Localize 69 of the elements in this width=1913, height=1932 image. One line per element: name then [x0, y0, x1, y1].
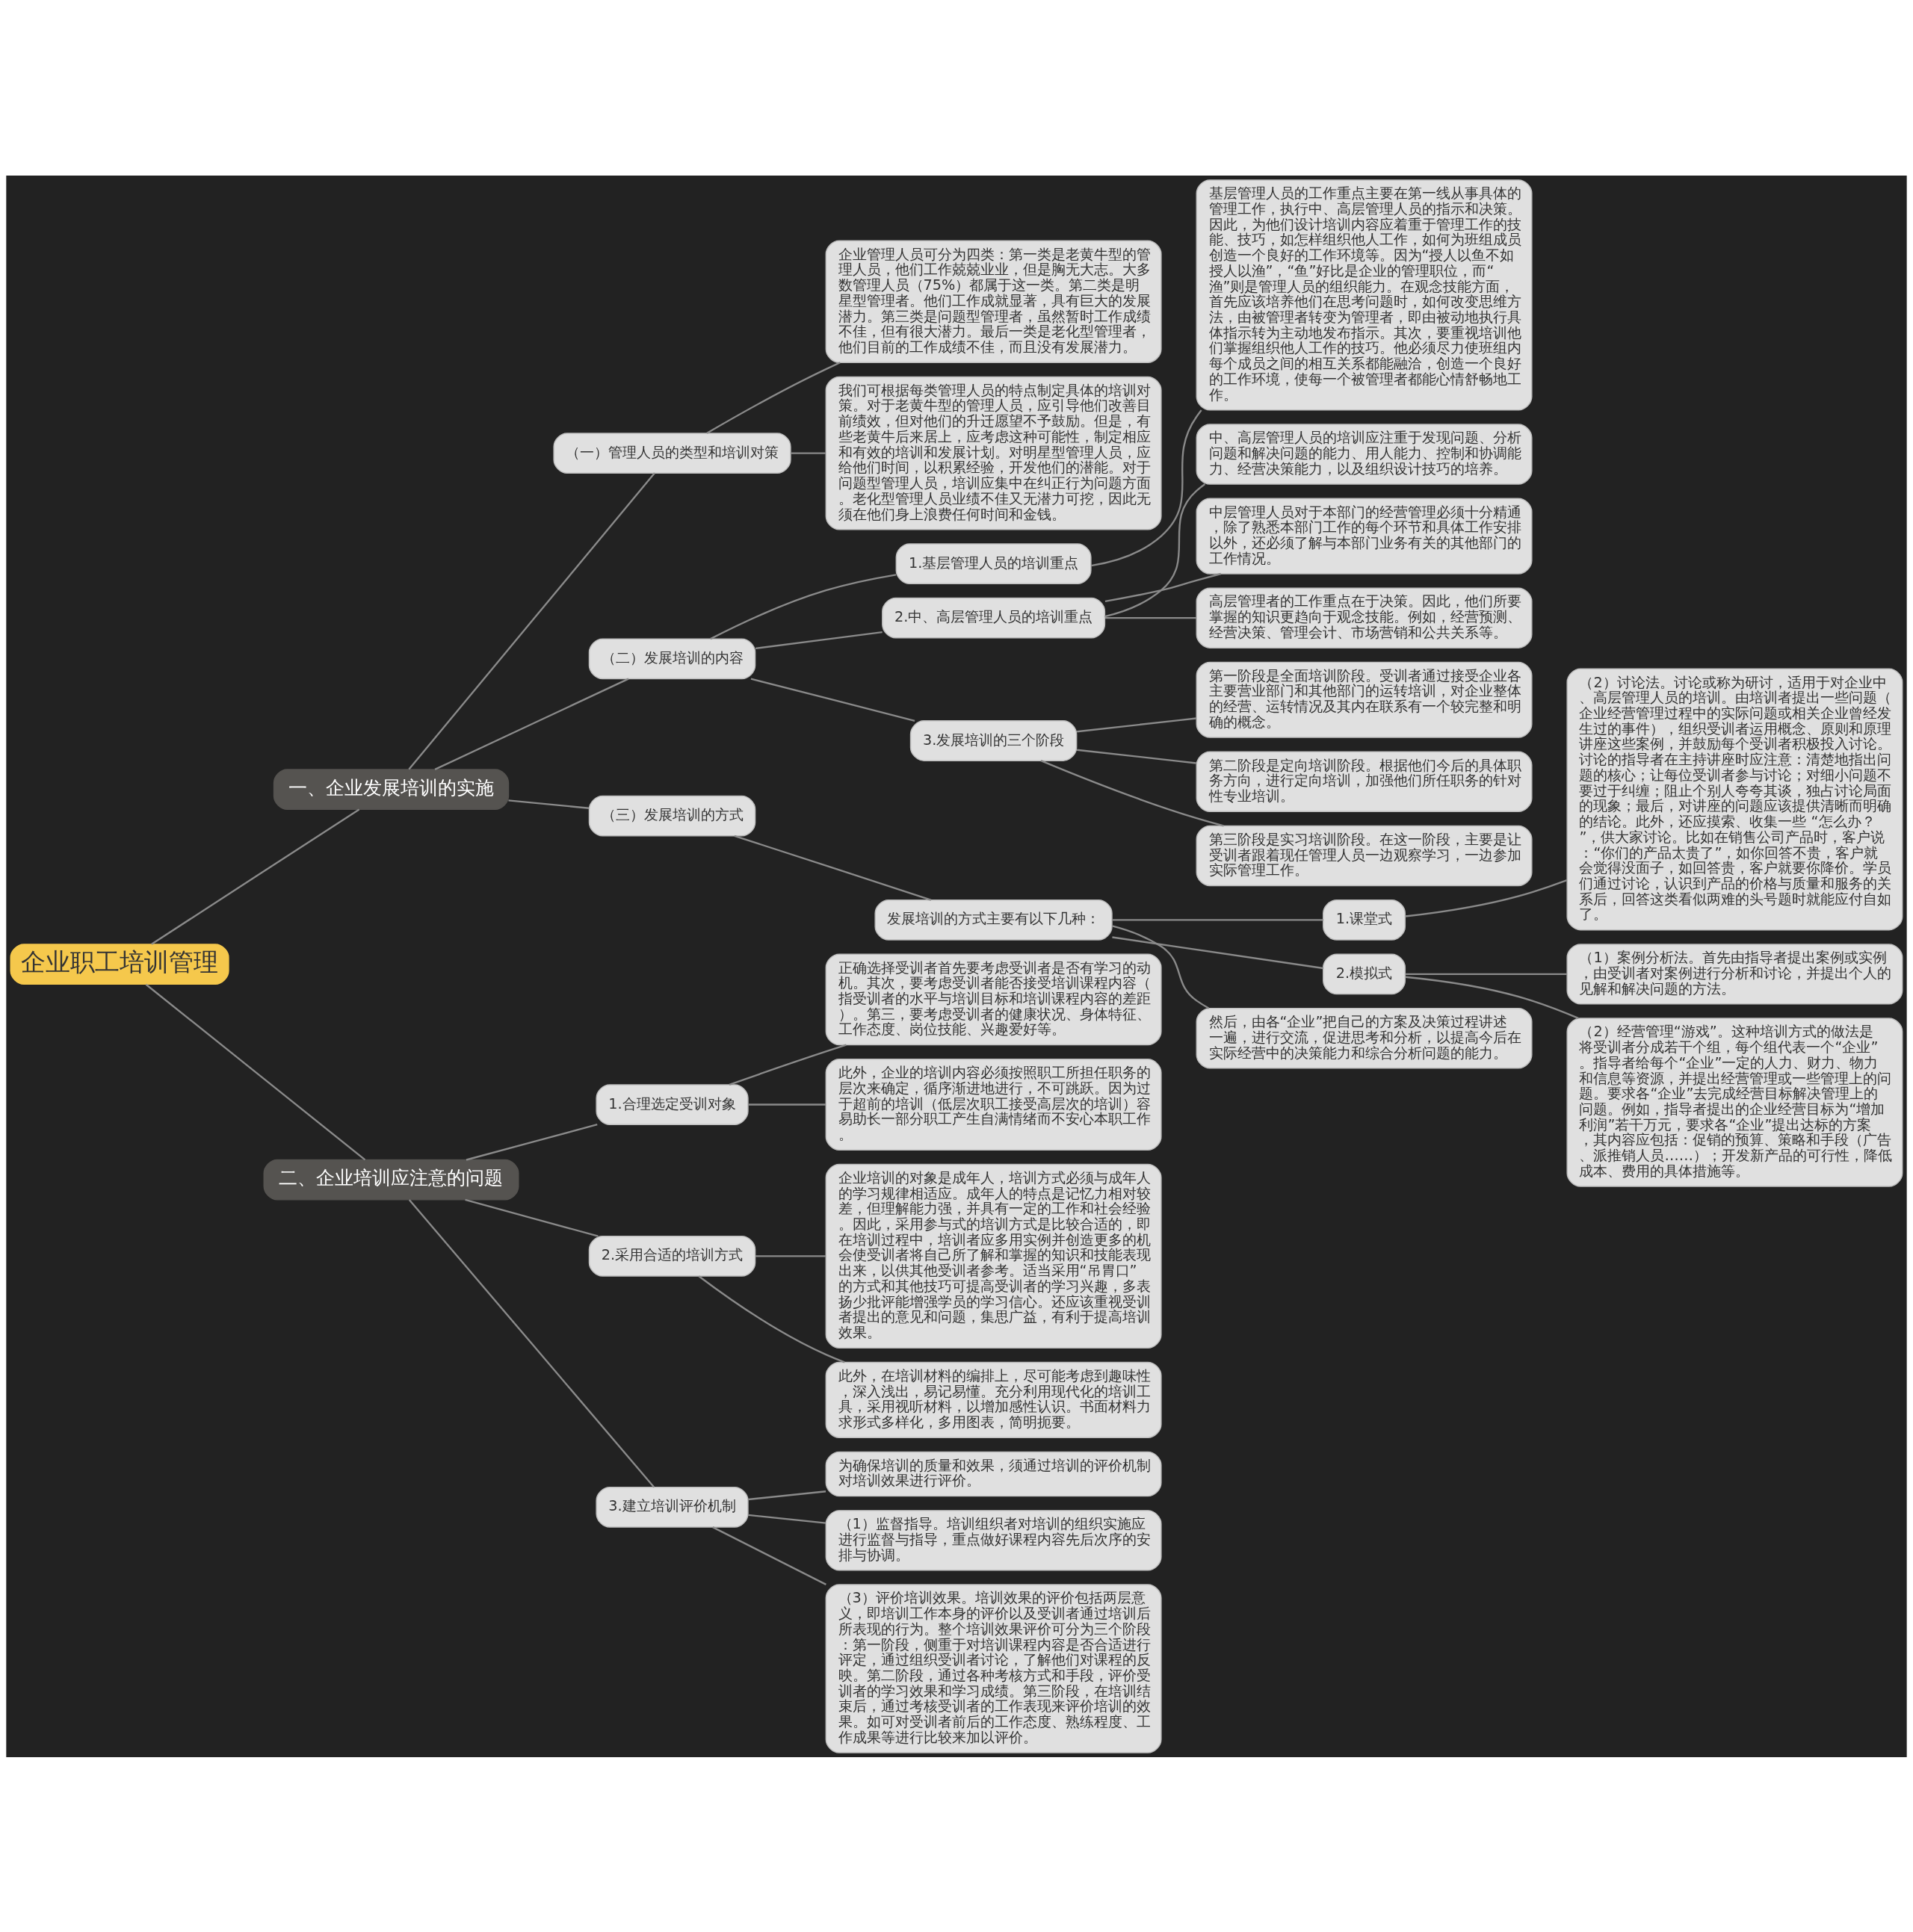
node-box: 然后，由各“企业”把自己的方案及决策过程讲述一遍，进行交流，促进思考和分析，以提高今后在实际经营中的决策能力和综合分析问题的能力。 — [1196, 1007, 1533, 1068]
connector — [706, 361, 841, 434]
connector — [145, 983, 366, 1160]
node-box: 高层管理者的工作重点在于决策。因此，他们所要掌握的知识更趋向于观念技能。例如，经营预测、经营决策、管理会计、市场营销和公共关系等。 — [1196, 586, 1533, 648]
node-box: 第二阶段是定向培训阶段。根据他们今后的具体职务方向，进行定向培训，加强他们所任职务的针对性专业培训。 — [1196, 751, 1533, 812]
node-box: 2.采用合适的培训方式 — [588, 1235, 756, 1277]
node-box: 中、高层管理人员的培训应注重于发现问题、分析问题和解决问题的能力、用人能力、控制和协调能力、经营决策能力，以及组织设计技巧的培养。 — [1196, 423, 1533, 485]
connector — [748, 1514, 826, 1524]
connector — [151, 808, 360, 945]
node-box: （三）发展培训的方式 — [588, 795, 756, 837]
node-box: （一）管理人员的类型和培训对策 — [553, 432, 791, 474]
connector — [1405, 879, 1568, 917]
connector — [466, 1123, 598, 1161]
connector — [698, 1275, 845, 1363]
connector — [734, 835, 932, 901]
node-box: 2.模拟式 — [1323, 953, 1406, 994]
connector — [1112, 935, 1323, 969]
connector — [1076, 716, 1196, 732]
node-box: 3.发展培训的三个阶段 — [909, 719, 1078, 761]
connector — [1405, 976, 1579, 1019]
node-box: 企业管理人员可分为四类：第一类是老黄牛型的管理人员，他们工作兢兢业业，但是胸无大志。大多数管理人员（75%）都属于这一类。第二类是明星型管理者。他们工作成就显著，具有巨大的发展潜力。第三类是问题型管理者，虽然暂时工作成绩不佳，但有很大潜力。最后一类是老化型管理者，他们目前的工作成绩不佳，而且没有发展潜力。 — [825, 240, 1162, 363]
connector — [748, 1490, 826, 1500]
node-box: 3.建立培训评价机制 — [596, 1486, 749, 1528]
connector — [1111, 924, 1210, 1009]
connector — [408, 1198, 655, 1487]
node-box: 正确选择受训者首先要考虑受训者是否有学习的动机。其次，要考虑受训者能否接受培训课程内容（指受训者的水平与培训目标和培训课程内容的差距）。第三，要考虑受训者的健康状况、身体特征、工作态度、岗位技能、兴趣爱好等。 — [825, 953, 1162, 1045]
connector — [710, 573, 897, 640]
node-box: （2）讨论法。讨论或称为研讨，适用于对企业中、高层管理人员的培训。由培训者提出一些问题（企业经营管理过程中的实际问题或相关企业曾经发生过的事件），组织受训者运用概念、原则和原理讲座这些案例，并鼓励每个受训者积极投入讨论。讨论的指导者在主持讲座时应注意：清楚地指出问题的核心；让每位受训者参与讨论；对细小问题不要过于纠缠；阻止个别人夸夸其谈，独占讨论局面的现象；最后，对讲座的问题应该提供清晰而明确的结论。此外，还应摸索、收集一些 “怎么办？”，供大家讨论。比如在销售公司产品时，客户说：“你们的产品太贵了”，如你回答不贵，客户就会觉得没面子，如回答贵，客户就要你降价。学员们通过讨论，认识到产品的价格与质量和服务的关系后，回答这类看似两难的头号题时就能应付自如了。 — [1566, 668, 1903, 930]
node-box: （3）评价培训效果。培训效果的评价包括两层意义，即培训工作本身的评价以及受训者通过培训后所表现的行为。整个培训效果评价可分为三个阶段：第一阶段，侧重于对培训课程内容是否合适进行评定，通过组织受训者讨论，了解他们对课程的反映。第二阶段，通过各种考核方式和手段，评价受训者的学习效果和学习成绩。第三阶段，在培训结束后，通过考核受训者的工作表现来评价培训的效果。如可对受训者前后的工作态度、熟练程度、工作成果等进行比较来加以评价。 — [825, 1583, 1162, 1753]
node-box: （1）案例分析法。首先由指导者提出案例或实例，由受训者对案例进行分析和讨论，并提出个人的见解和解决问题的方法。 — [1566, 943, 1903, 1005]
connector — [791, 451, 826, 454]
connector — [1105, 616, 1197, 619]
connector — [1112, 918, 1323, 920]
node-box: 企业职工培训管理 — [10, 943, 229, 985]
connector — [712, 1526, 826, 1585]
node-box: 此外，在培训材料的编排上，尽可能考虑到趣味性，深入浅出，易记易懂。充分利用现代化的培训工具，采用视听材料，以增加感性认识。书面材料力求形式多样化，多用图表，简明扼要。 — [825, 1361, 1162, 1438]
node-box: 中层管理人员对于本部门的经营管理必须十分精通，除了熟悉本部门工作的每个环节和具体工作安排以外，还必须了解与本部门业务有关的其他部门的工作情况。 — [1196, 498, 1533, 575]
node-box: 发展培训的方式主要有以下几种： — [874, 899, 1113, 941]
connector — [434, 678, 629, 770]
node-box: 2.中、高层管理人员的培训重点 — [882, 597, 1106, 639]
node-box: 1.课堂式 — [1323, 899, 1406, 941]
connector — [465, 1198, 599, 1237]
node-box: 此外，企业的培训内容必须按照职工所担任职务的层次来确定，循序渐进地进行，不可跳跃。因为过于超前的培训（低层次职工接受高层次的培训）容易助长一部分职工产生自满情绪而不安心本职工作。 — [825, 1058, 1162, 1151]
connector — [748, 1103, 826, 1106]
node-box: 企业培训的对象是成年人，培训方式必须与成年人的学习规律相适应。成年人的特点是记忆力相对较差，但理解能力强，并具有一定的工作和社会经验。因此，采用参与式的培训方式是比较合适的，即在培训过程中，培训者应多用实例并创造更多的机会使受训者将自己所了解和掌握的知识和技能表现出来，以供其他受训者参考。适当采用“吊胃口”的方式和其他技巧可提高受训者的学习兴趣，多表扬少批评能增强学员的学习信心。还应该重视受训者提出的意见和问题，集思广益，有利于提高培训效果。 — [825, 1163, 1162, 1349]
node-box: 基层管理人员的工作重点主要在第一线从事具体的管理工作，执行中、高层管理人员的指示和决策。因此，为他们设计培训内容应着重于管理工作的技能、技巧，如怎样组织他人工作，如何为班组成员创造一个良好的工作环境等。因为“授人以鱼不如授人以渔”，“鱼”好比是企业的管理职位，而“渔”则是管理人员的组织能力。在观念技能方面，首先应该培养他们在思考问题时，如何改变思维方法，由被管理者转变为管理者，即由被动地执行具体指示转为主动地发布指示。其次，要重视培训他们掌握组织他人工作的技巧。他必须尽力使班组内每个成员之间的相互关系都能融洽，创造一个良好的工作环境，使每一个被管理者都能心情舒畅地工作。 — [1196, 179, 1533, 411]
connector — [750, 677, 915, 722]
node-box: 1.基层管理人员的培训重点 — [895, 542, 1092, 584]
node-box: （二）发展培训的内容 — [588, 638, 756, 679]
connector — [1104, 572, 1222, 602]
node-box: 二、企业培训应注意的问题 — [263, 1159, 519, 1201]
connector — [508, 799, 590, 809]
node-box: 1.合理选定受训对象 — [596, 1083, 749, 1125]
node-box: 为确保培训的质量和效果，须通过培训的评价机制对培训效果进行评价。 — [825, 1451, 1162, 1496]
connector — [755, 1254, 826, 1257]
connector — [408, 472, 655, 770]
node-box: 第一阶段是全面培训阶段。受训者通过接受企业各主要营业部门和其他部门的运转培训，对企业整体的经营、运转情况及其内在联系有一个较完整和明确的概念。 — [1196, 661, 1533, 738]
node-box: （2）经营管理“游戏”。这种培训方式的做法是将受训者分成若干个组，每个组代表一个“企业”。指导者给每个“企业”一定的人力、财力、物力和信息等资源，并提出经营管理或一些管理上的问题。要求各“企业”去完成经营目标解决管理上的问题。例如，指导者提出的企业经营目标为“增加利润”若干万元，要求各“企业”提出达标的方案，其内容应包括：促销的预算、策略和手段（广告、派推销人员……）；开发新产品的可行性，降低成本、费用的具体措施等。 — [1566, 1017, 1903, 1187]
node-box: 第三阶段是实习培训阶段。在这一阶段，主要是让受训者跟着现任管理人员一边观察学习，一边参加实际管理工作。 — [1196, 825, 1533, 886]
connector — [1104, 483, 1206, 617]
connector — [1090, 409, 1202, 566]
connector — [755, 631, 883, 649]
node-box: （1）监督指导。培训组织者对培训的组织实施应进行监督与指导，重点做好课程内容先后次序的安排与协调。 — [825, 1509, 1162, 1571]
connector — [1405, 973, 1568, 975]
node-box: 一、企业发展培训的实施 — [273, 768, 510, 810]
connector — [729, 1044, 847, 1086]
node-box: 我们可根据每类管理人员的特点制定具体的培训对策。对于老黄牛型的管理人员，应引导他们改善目前绩效，但对他们的升迁愿望不予鼓励。但是，有些老黄牛后来居上，应考虑这种可能性，制定相应和有效的培训和发展计划。对明星型管理人员，应给他们时间，以积累经验，开发他们的潜能。对于问题型管理人员，培训应集中在纠正行为问题方面。老化型管理人员业绩不佳又无潜力可挖，因此无须在他们身上浪费任何时间和金钱。 — [825, 376, 1162, 530]
connector — [1076, 749, 1196, 764]
connector — [1040, 759, 1224, 827]
